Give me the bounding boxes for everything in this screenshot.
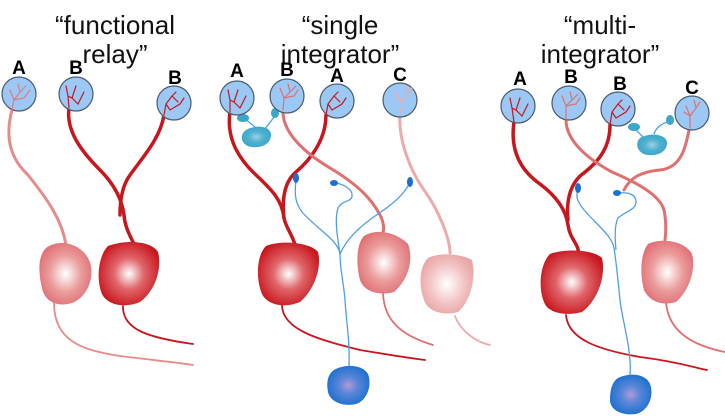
glomerulus-circle bbox=[156, 85, 192, 121]
local-neuron-terminal bbox=[628, 123, 640, 131]
glomerulus-label: A bbox=[330, 66, 344, 87]
glomerulus-label: B bbox=[564, 67, 578, 88]
panel-single-integrator: “single integrator” A bbox=[219, 10, 491, 405]
projection-neuron-soma-dark bbox=[257, 242, 320, 306]
axon-mid bbox=[622, 122, 692, 192]
projection-neuron-soma-dark bbox=[98, 242, 160, 306]
synaptic-terminal bbox=[575, 183, 581, 193]
projection-neuron-soma-light bbox=[39, 243, 92, 305]
glomerulus-label: B bbox=[280, 60, 294, 81]
glomerulus-circle bbox=[600, 91, 636, 127]
glomerulus-label: B bbox=[168, 68, 182, 89]
panel-functional-relay: “functional relay” A B B bbox=[1, 10, 194, 366]
glomerulus-label: A bbox=[12, 58, 26, 79]
axon-out-dark bbox=[122, 305, 194, 345]
interneuron-process bbox=[576, 187, 631, 376]
dendritic-tuft bbox=[561, 91, 581, 121]
panel-title-line2: integrator” bbox=[281, 39, 400, 69]
interneuron-process bbox=[614, 192, 637, 251]
glomerulus-b: B bbox=[600, 74, 636, 127]
projection-neuron-soma-light bbox=[420, 254, 474, 314]
axon-light bbox=[7, 108, 68, 247]
glomerulus-circle bbox=[58, 76, 94, 112]
glomerulus-c: C bbox=[382, 65, 418, 118]
local-neuron-terminal bbox=[271, 108, 279, 118]
axon-out-light bbox=[454, 315, 491, 346]
projection-neuron-soma-dark bbox=[540, 250, 604, 314]
glomerulus-c: C bbox=[674, 78, 710, 131]
glomerulus-b: B bbox=[58, 58, 94, 112]
axon-out-mid bbox=[382, 292, 434, 346]
axon-dark bbox=[66, 106, 136, 247]
projection-neuron-soma-mid bbox=[641, 240, 694, 304]
axon-out-mid bbox=[665, 301, 725, 353]
glomerulus-a: A bbox=[319, 66, 355, 119]
projection-neuron-soma-mid bbox=[357, 231, 411, 294]
panel-title-line1: “single bbox=[302, 10, 379, 40]
synaptic-terminal bbox=[407, 177, 413, 187]
axon-out-dark bbox=[281, 304, 426, 361]
glomerulus-label: A bbox=[230, 61, 244, 82]
glomerulus-label: B bbox=[613, 74, 627, 95]
synaptic-terminal bbox=[613, 190, 621, 196]
local-neuron bbox=[237, 108, 279, 148]
glomerulus-a: A bbox=[500, 69, 536, 124]
interneuron-soma bbox=[327, 365, 370, 405]
axon-out-light bbox=[53, 302, 194, 366]
glomerulus-circle bbox=[269, 78, 305, 114]
dendritic-tuft bbox=[509, 97, 529, 123]
panel-multi-integrator: “multi- integrator” A B bbox=[500, 10, 725, 415]
glomerulus-circle bbox=[500, 88, 536, 124]
local-neuron bbox=[628, 115, 674, 156]
glomerulus-label: C bbox=[685, 78, 699, 99]
glomerulus-label: C bbox=[393, 65, 407, 86]
interneuron-process bbox=[339, 181, 411, 255]
axon-dark bbox=[118, 113, 166, 217]
dendritic-tuft bbox=[65, 85, 85, 109]
dendritic-tuft bbox=[683, 99, 701, 129]
glomerulus-b: B bbox=[551, 67, 587, 121]
glomerulus-b: B bbox=[269, 60, 305, 114]
dendritic-tuft bbox=[395, 85, 413, 114]
glomerulus-b: B bbox=[156, 68, 192, 121]
dendritic-tuft bbox=[227, 89, 247, 113]
interneuron-soma bbox=[610, 374, 652, 415]
axon-dark bbox=[511, 120, 580, 256]
glomerulus-label: A bbox=[513, 69, 527, 90]
axon-dark bbox=[227, 110, 298, 260]
axon-mid bbox=[281, 108, 386, 234]
synaptic-terminal bbox=[293, 173, 299, 183]
local-neuron-soma bbox=[241, 126, 272, 148]
local-neuron-terminal bbox=[237, 114, 249, 122]
interneuron-process bbox=[294, 179, 350, 367]
synaptic-terminal bbox=[330, 180, 338, 186]
interneuron-process bbox=[333, 182, 353, 255]
glomerulus-a: A bbox=[219, 61, 255, 116]
dendritic-tuft bbox=[9, 83, 31, 111]
local-neuron-soma bbox=[637, 134, 668, 156]
axon-dark bbox=[281, 113, 328, 220]
axon-out-dark bbox=[565, 314, 708, 371]
glomerulus-label: B bbox=[69, 58, 83, 79]
glomerulus-a: A bbox=[1, 58, 37, 112]
panel-title-line2: relay” bbox=[82, 39, 147, 69]
dendritic-tuft bbox=[163, 91, 185, 116]
glomerulus-circle bbox=[219, 80, 255, 116]
glomerulus-circle bbox=[319, 83, 355, 119]
panel-title-line2: integrator” bbox=[541, 39, 660, 69]
axon-light bbox=[398, 111, 452, 255]
dendritic-tuft bbox=[279, 83, 299, 111]
axon-mid bbox=[564, 118, 668, 242]
axon-dark bbox=[565, 123, 612, 222]
panel-title-line1: “multi- bbox=[564, 10, 636, 40]
local-neuron-terminal bbox=[666, 115, 674, 125]
dendritic-tuft bbox=[609, 99, 631, 126]
panel-title-line1: “functional bbox=[55, 10, 175, 40]
dendritic-tuft bbox=[325, 91, 347, 116]
